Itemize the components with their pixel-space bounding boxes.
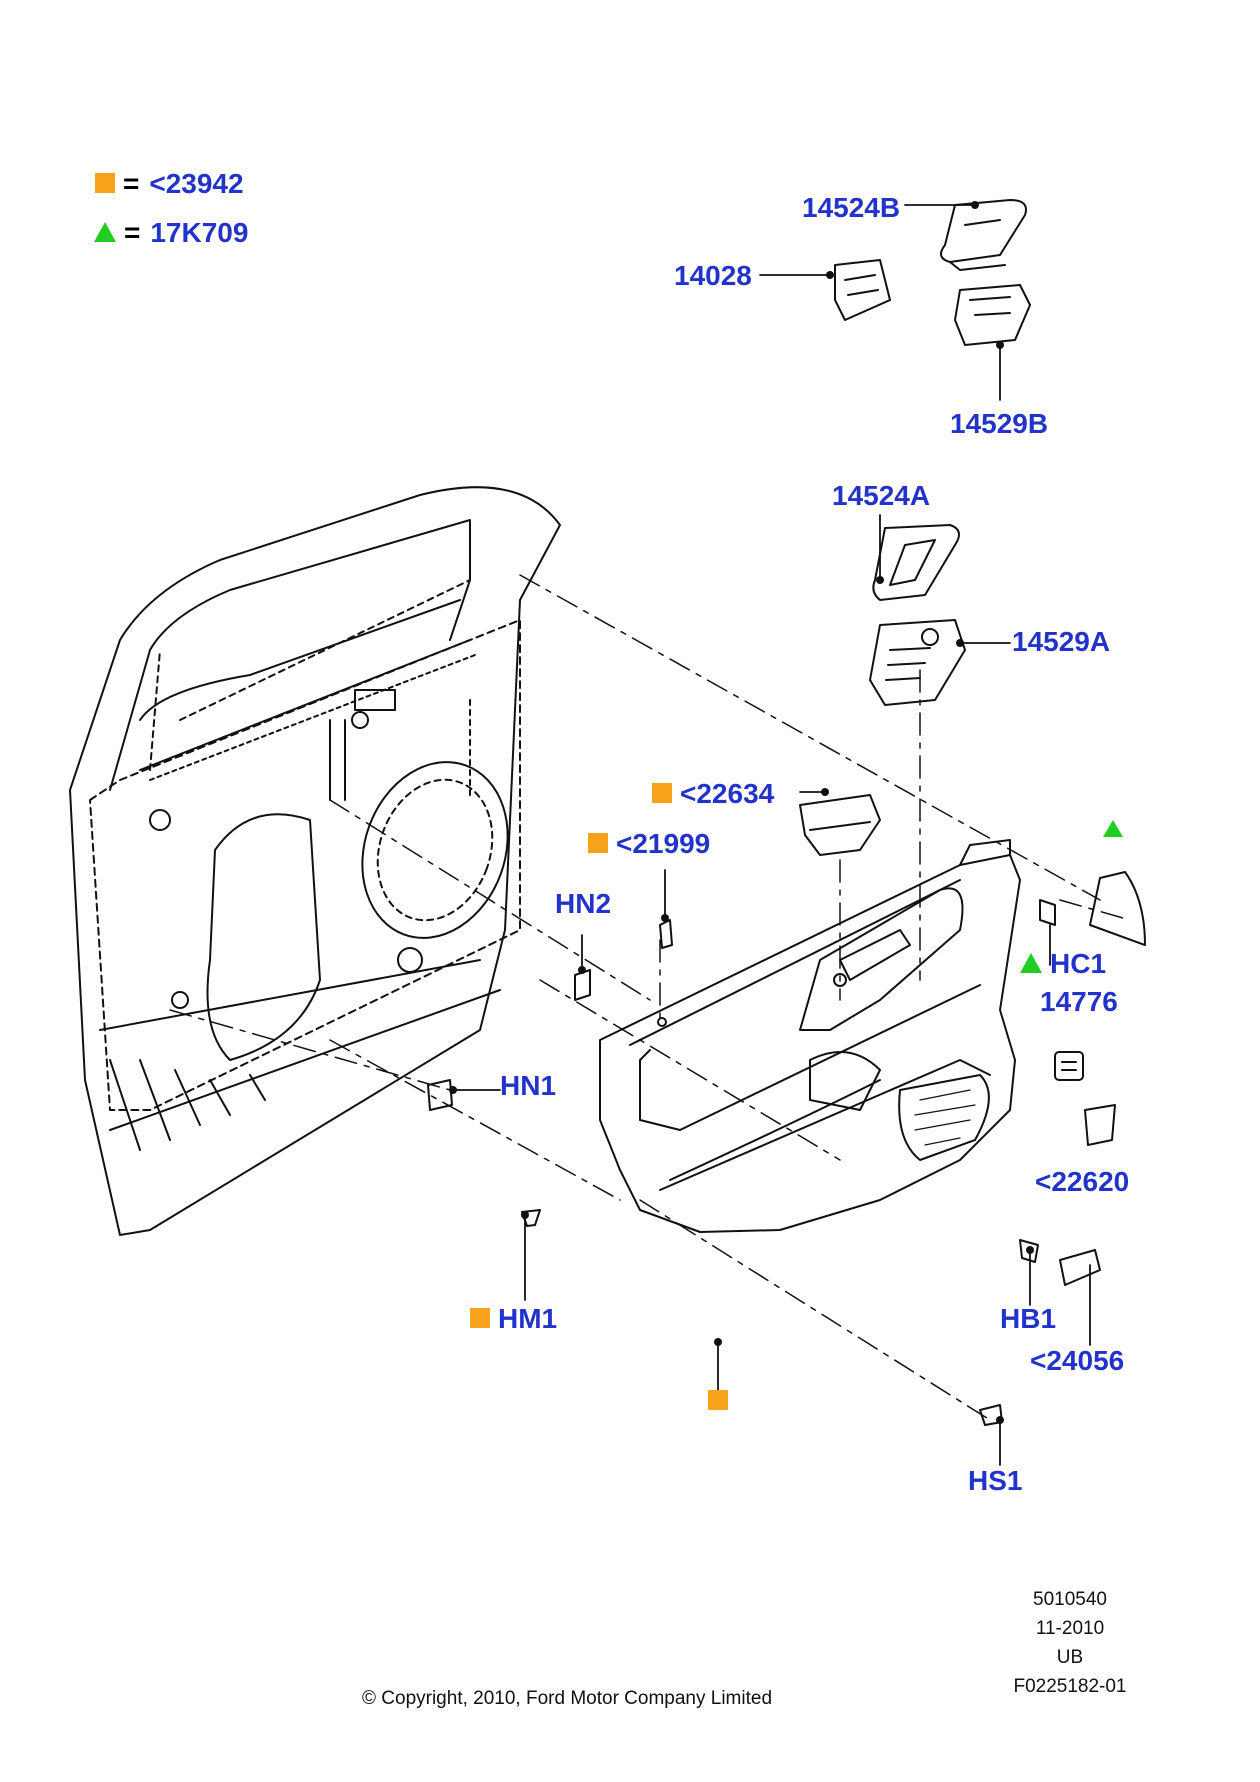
part-14028-switch [834,259,891,321]
drawing-ref: F0225182-01 [1013,1676,1127,1697]
orange-square-icon [95,172,115,193]
callout-HS1: HS1 [968,1465,1023,1496]
callout-22634: <22634 [652,780,774,808]
callout-HC1: HC1 [1020,950,1106,978]
callout-14524A: 14524A [832,480,931,511]
callout-21999: <21999 [588,830,710,858]
door-trim-panel [599,839,1021,1233]
orange-marker-bottom [708,1390,728,1410]
orange-square-icon [588,832,608,853]
callout-HB1: HB1 [1000,1303,1057,1334]
part-14524A-bezel [872,524,960,601]
copyright-notice: © Copyright, 2010, Ford Motor Company Li… [362,1688,773,1709]
part-22620-cover [1084,1104,1116,1146]
callout-24056: <24056 [1030,1345,1125,1376]
part-HN2-clip [574,969,591,1001]
callout-text: HC1 [1050,948,1107,979]
callout-text: <22634 [680,778,775,809]
callout-14529A: 14529A [1012,626,1111,657]
drawing-date: 11-2010 [1035,1618,1105,1639]
legend-equals: = [124,217,141,248]
mirror-trim-cover [1089,871,1146,946]
callout-14529B: 14529B [950,408,1049,439]
callout-text: <21999 [616,828,711,859]
callout-HN1: HN1 [500,1070,557,1101]
callout-14776: 14776 [1040,986,1118,1017]
green-triangle-icon [1020,952,1042,973]
part-22634-lamp [799,794,881,856]
part-HB1-screw [1019,1239,1039,1263]
green-triangle-icon [94,221,116,242]
legend-row-2: = 17K709 [94,219,248,247]
assembly-lines [169,574,1131,1421]
callout-text: HM1 [498,1303,558,1334]
callout-HM1: HM1 [470,1305,557,1333]
orange-square-icon [470,1307,490,1328]
legend-row-1: = <23942 [95,170,244,198]
legend-text: 17K709 [150,217,249,248]
green-marker-mirror [1103,820,1123,837]
callout-14028: 14028 [674,260,752,291]
callout-HN2: HN2 [555,888,612,919]
part-HC1-clip [1039,899,1056,926]
callout-14524B: 14524B [802,192,901,223]
part-14776-switch [1054,1051,1084,1081]
part-24056-cover [1059,1249,1101,1286]
part-21999-clip [659,919,673,949]
drawing-region: UB [1056,1647,1084,1668]
part-HN1-clip [427,1079,453,1111]
callout-22620: <22620 [1035,1166,1130,1197]
leader-lines [452,204,1091,1466]
drawing-number: 5010540 [1033,1589,1107,1610]
legend-text: <23942 [149,168,244,199]
door-inner-frame [69,486,561,1236]
part-14524B-bezel [940,199,1027,271]
part-14529B-switch [954,284,1031,346]
legend-equals: = [123,168,140,199]
leader-dots [449,201,1034,1424]
orange-square-icon [652,782,672,803]
part-14529A-switch [869,619,966,706]
